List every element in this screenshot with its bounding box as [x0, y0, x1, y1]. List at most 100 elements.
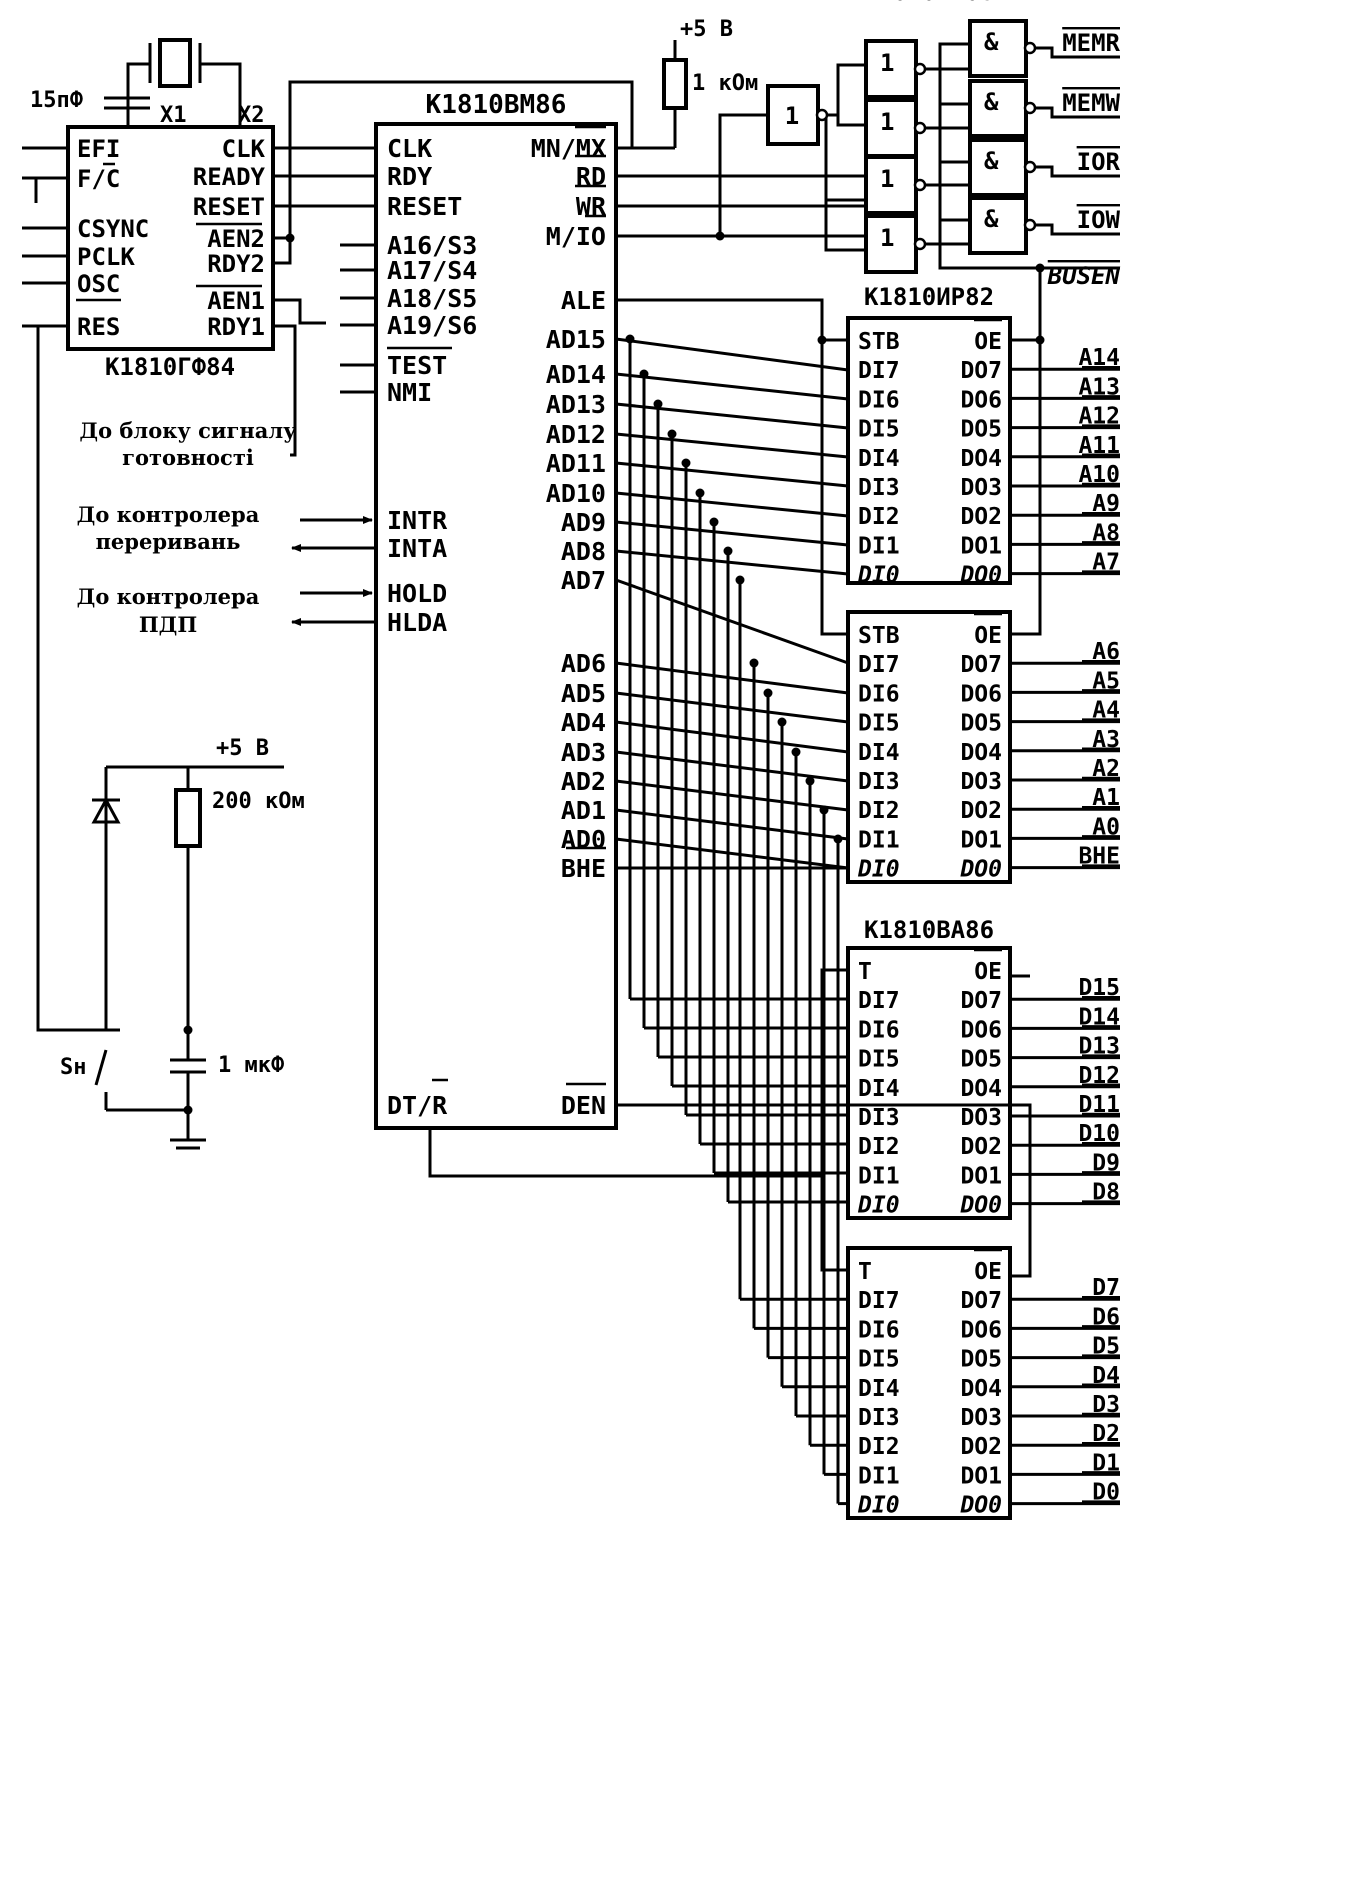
inversion-bubble: [815, 108, 829, 122]
cpu-pin-left: CLK: [387, 134, 432, 163]
chip-pin-left: DI2: [858, 504, 900, 530]
latch-2-title: К1810ИР82: [864, 0, 994, 6]
chip-pin-right: DO2: [960, 798, 1002, 824]
ad-wire: [615, 750, 849, 783]
chip-pin-right: OE: [974, 329, 1002, 355]
chip-pin-left: DI4: [858, 1376, 900, 1402]
x1-label: X1: [160, 103, 187, 128]
chip-pin-right: DO1: [960, 1163, 1002, 1189]
chip-pin-right: OE: [974, 623, 1002, 649]
chip-pin-right: DO6: [960, 1017, 1002, 1043]
junction-dot: [667, 429, 677, 439]
cpu-pin-right: BHE: [561, 854, 606, 883]
reset-vcc-label: +5 В: [216, 736, 269, 761]
ad-wire: [615, 461, 849, 488]
cpu-pin-left: RDY: [387, 162, 432, 191]
cpu-pin-right: AD10: [546, 479, 606, 508]
and-gate-label: &: [984, 205, 999, 233]
chip-pin-right: DO2: [960, 1434, 1002, 1460]
ad-wire: [615, 491, 849, 518]
cpu-pin-right: AD8: [561, 537, 606, 566]
clock-generator-title: К1810ГФ84: [105, 353, 235, 381]
reset-resistor: [174, 788, 202, 848]
inversion-bubble: [913, 178, 927, 192]
cpu-pin-right: AD6: [561, 649, 606, 678]
chip-pin-left: STB: [858, 329, 900, 355]
crystal-wire: [126, 62, 150, 127]
chip-pin-left: T: [858, 959, 872, 985]
or-gate-label: 1: [880, 108, 894, 136]
inv-wire: [824, 200, 866, 252]
junction-dot: [819, 805, 829, 815]
ad-wire: [615, 691, 849, 724]
chip-pin-left: DI6: [858, 1317, 900, 1343]
clock-pin-right: READY: [193, 163, 266, 191]
latch-1-title: К1810ИР82: [864, 283, 994, 311]
x2-label: X2: [238, 103, 265, 128]
chip-pin-right: DO6: [960, 1317, 1002, 1343]
cpu-pin-right: AD4: [561, 708, 606, 737]
chip-pin-left: DI2: [858, 1134, 900, 1160]
and-gate-label: &: [984, 28, 999, 56]
chip-pin-left: DI6: [858, 1017, 900, 1043]
switch-blade: [94, 1049, 108, 1086]
diode-body: [91, 796, 121, 824]
inversion-bubble: [1023, 218, 1037, 232]
inv-wire: [836, 115, 866, 127]
cpu-pin-left: A18/S5: [387, 284, 477, 313]
chip-pin-left: DI5: [858, 711, 900, 737]
junction-dot: [681, 458, 691, 468]
inversion-bubble: [913, 121, 927, 135]
or-gate-label: 1: [880, 224, 894, 252]
cpu-pin-right: AD7: [561, 566, 606, 595]
cpu-pin-left: A16/S3: [387, 231, 477, 260]
chip-pin-left: STB: [858, 623, 900, 649]
junction-dot: [735, 575, 745, 585]
ad-wire: [615, 520, 849, 547]
ad-wire: [615, 720, 849, 754]
chip-pin-left: DI3: [858, 1405, 900, 1431]
dma-note: ПДП: [139, 612, 197, 637]
chip-pin-left: DI0: [857, 1193, 900, 1219]
cpu-pin-left: RESET: [387, 192, 462, 221]
transceiver-2: [846, 1246, 1012, 1520]
junction-dot: [777, 717, 787, 727]
chip-pin-left: DI0: [857, 857, 900, 883]
cpu-pin-right: DEN: [561, 1091, 606, 1120]
cpu-pin-left: HLDA: [387, 608, 447, 637]
junction-dot: [749, 658, 759, 668]
reset-res-label: 200 кОм: [212, 789, 305, 814]
chip-pin-left: DI2: [858, 1434, 900, 1460]
chip-pin-left: DI3: [858, 475, 900, 501]
dtr-wire: [820, 1176, 848, 1272]
rdy1-wire: [273, 324, 297, 457]
inversion-bubble: [913, 62, 927, 76]
clock-generator-box: [66, 125, 275, 351]
chip-pin-right: DO4: [960, 740, 1002, 766]
busen-label: BUSEN: [1047, 262, 1121, 290]
chip-pin-left: DI1: [858, 1463, 900, 1489]
crystal-x1: [158, 38, 192, 88]
transceiver-1: [846, 946, 1012, 1220]
f-c-ground-wire: [34, 176, 68, 203]
cpu-pin-right: AD0: [561, 825, 606, 854]
chip-pin-right: DO6: [960, 681, 1002, 707]
or-gate-label: 1: [880, 165, 894, 193]
junction-dot: [1035, 335, 1045, 345]
cpu-pin-left: A19/S6: [387, 311, 477, 340]
oe-wire: [1010, 340, 1042, 636]
cpu-pin-left: DT/R: [387, 1091, 448, 1120]
mio-to-inverter: [718, 113, 768, 236]
aen2-wire: [273, 80, 634, 240]
ale-wire: [820, 340, 848, 636]
and-gate-label: &: [984, 88, 999, 116]
command-output-label: IOW: [1077, 206, 1121, 234]
chip-pin-right: DO4: [960, 1376, 1002, 1402]
chip-pin-right: DO7: [960, 358, 1002, 384]
aen1-wire: [273, 298, 326, 325]
chip-pin-right: DO5: [960, 417, 1002, 443]
chip-pin-left: DI1: [858, 1163, 900, 1189]
clock-pin-right: AEN2: [207, 225, 265, 253]
ad-wire: [615, 779, 849, 812]
oe-wire: [1010, 268, 1042, 342]
